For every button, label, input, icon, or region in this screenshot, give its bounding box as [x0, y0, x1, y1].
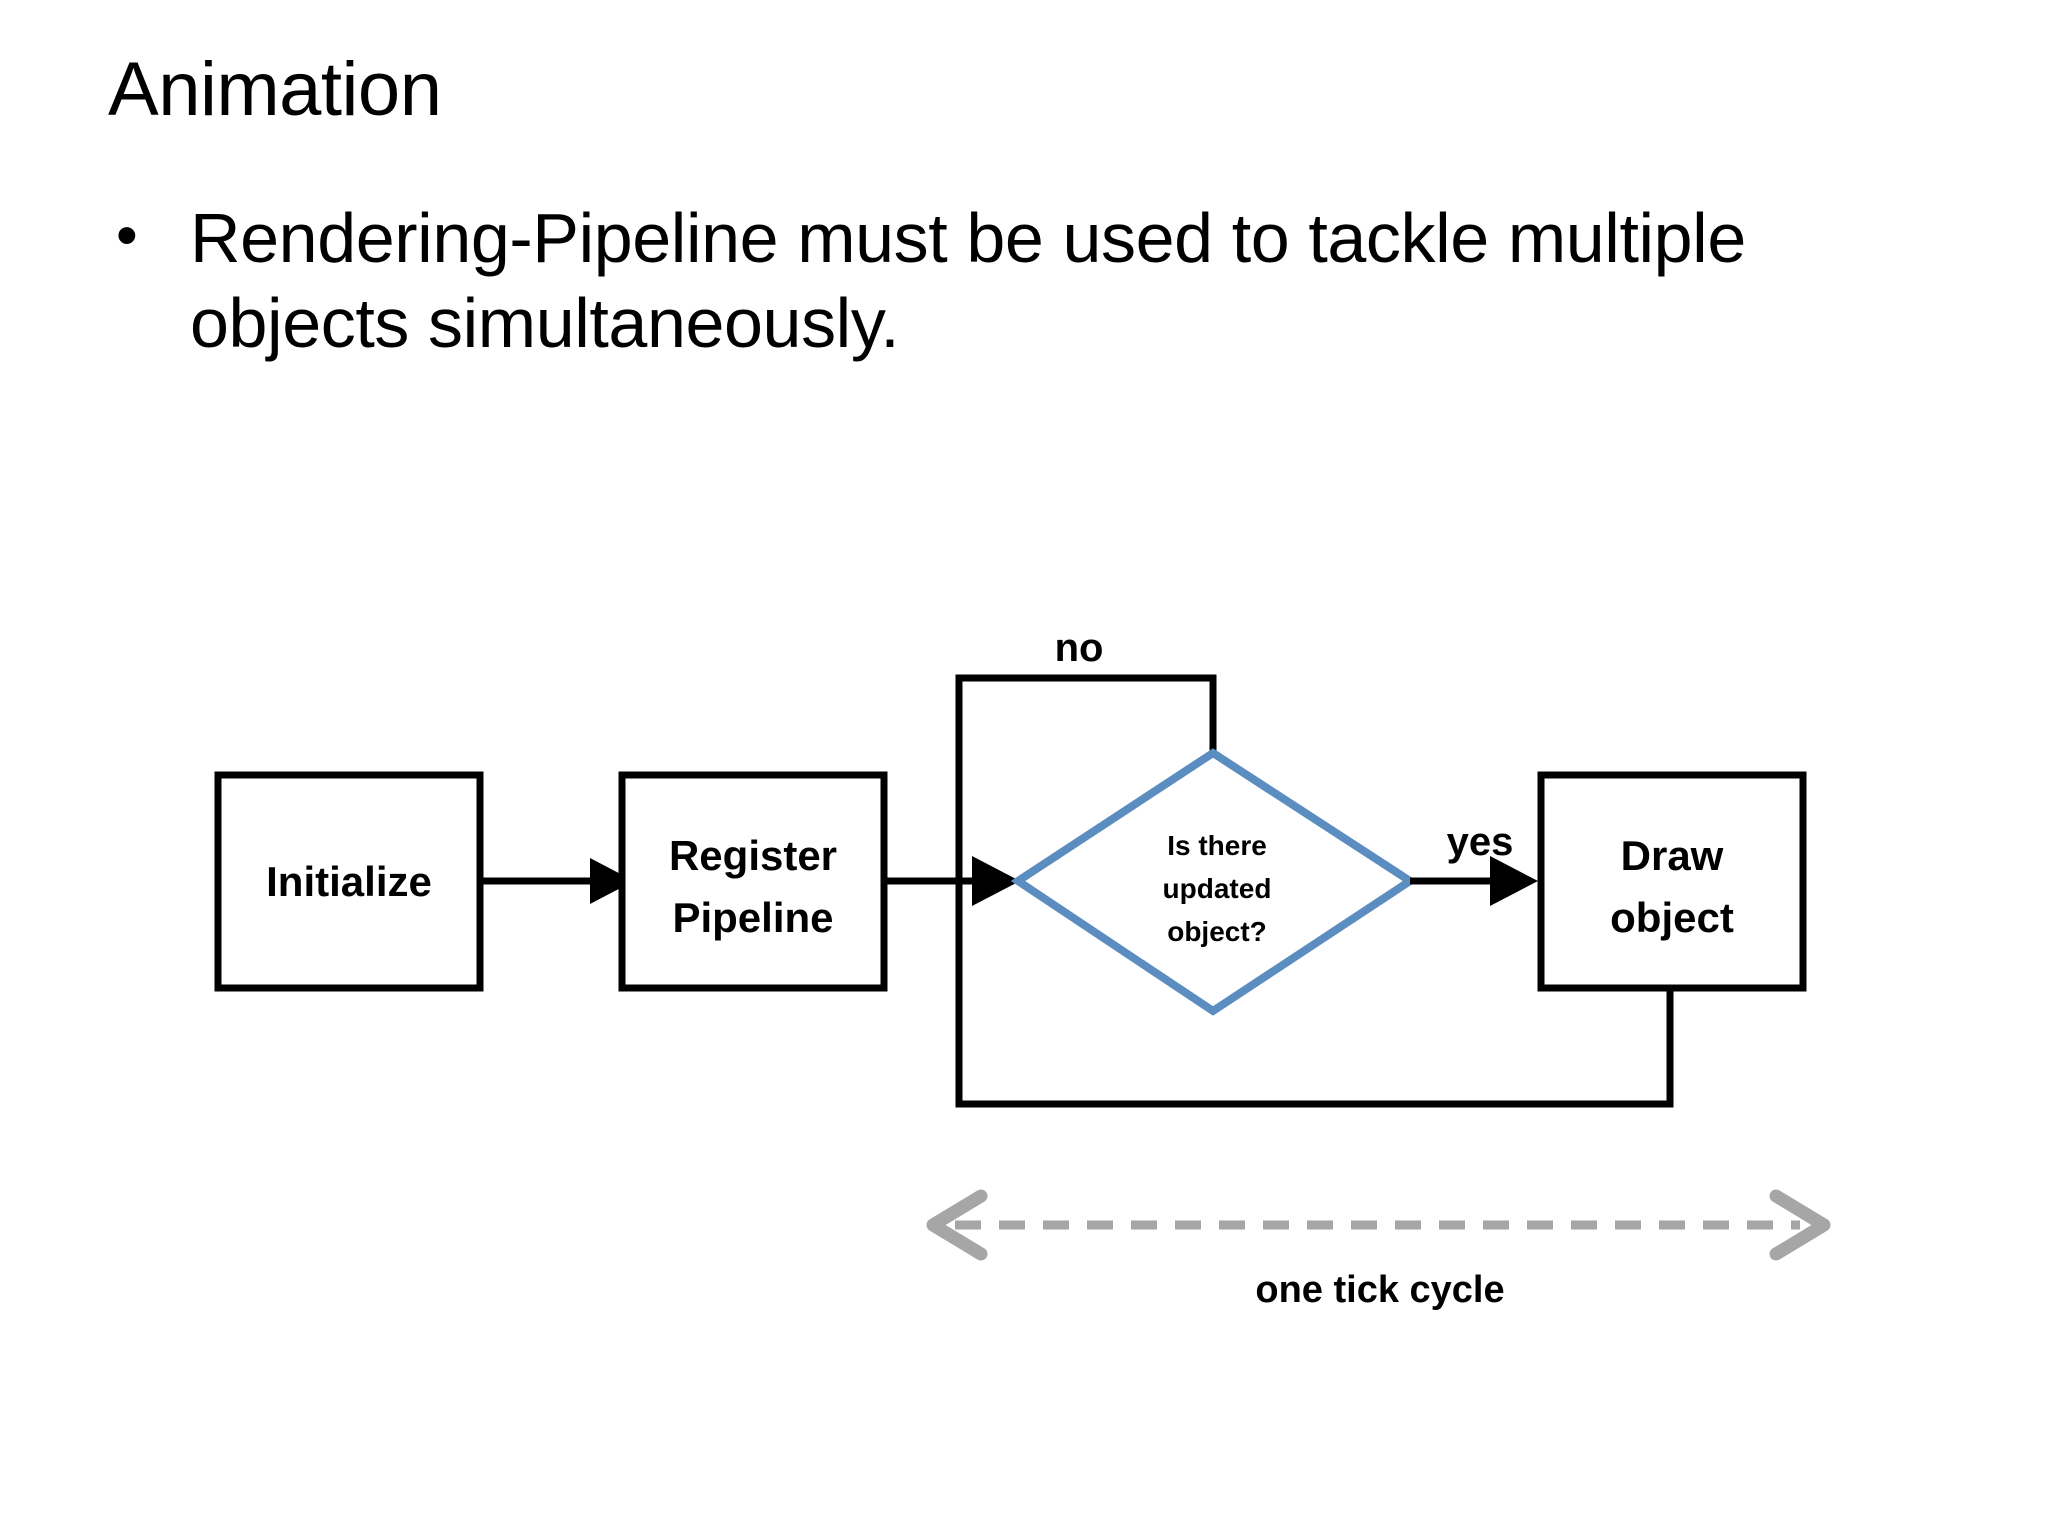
bullet-list: • Rendering-Pipeline must be used to tac…	[110, 196, 1970, 367]
bullet-marker-icon: •	[116, 201, 138, 270]
edge-label-yes: yes	[1447, 820, 1514, 864]
node-draw-object[interactable]	[1537, 771, 1807, 992]
node-draw-object-label-line2: object	[1610, 894, 1734, 941]
tick-cycle-label: one tick cycle	[1255, 1269, 1504, 1311]
node-register-pipeline-label-line1: Register	[669, 832, 837, 879]
list-item: • Rendering-Pipeline must be used to tac…	[110, 196, 1970, 367]
edge-label-no: no	[1055, 626, 1104, 670]
arrowhead-icon	[590, 858, 634, 904]
node-register-pipeline-label-line2: Pipeline	[672, 894, 833, 941]
node-decision-label-line2: updated	[1163, 873, 1272, 904]
arrow-left-icon	[926, 1189, 988, 1261]
arrowhead-icon	[972, 856, 1020, 906]
node-decision-label-line3: object?	[1167, 916, 1267, 947]
arrowhead-icon	[1490, 856, 1538, 906]
edge-no-loop	[955, 674, 1217, 864]
node-decision[interactable]	[1010, 748, 1418, 1016]
page-title: Animation	[108, 47, 442, 132]
arrow-right-icon	[1769, 1189, 1831, 1261]
node-draw-object-label-line1: Draw	[1621, 832, 1724, 879]
edge-return-loop	[955, 864, 1674, 1108]
node-decision-label-line1: Is there	[1167, 830, 1267, 861]
bullet-text: Rendering-Pipeline must be used to tackl…	[190, 199, 1746, 363]
node-register-pipeline[interactable]	[618, 771, 888, 992]
node-initialize-label: Initialize	[266, 858, 432, 905]
